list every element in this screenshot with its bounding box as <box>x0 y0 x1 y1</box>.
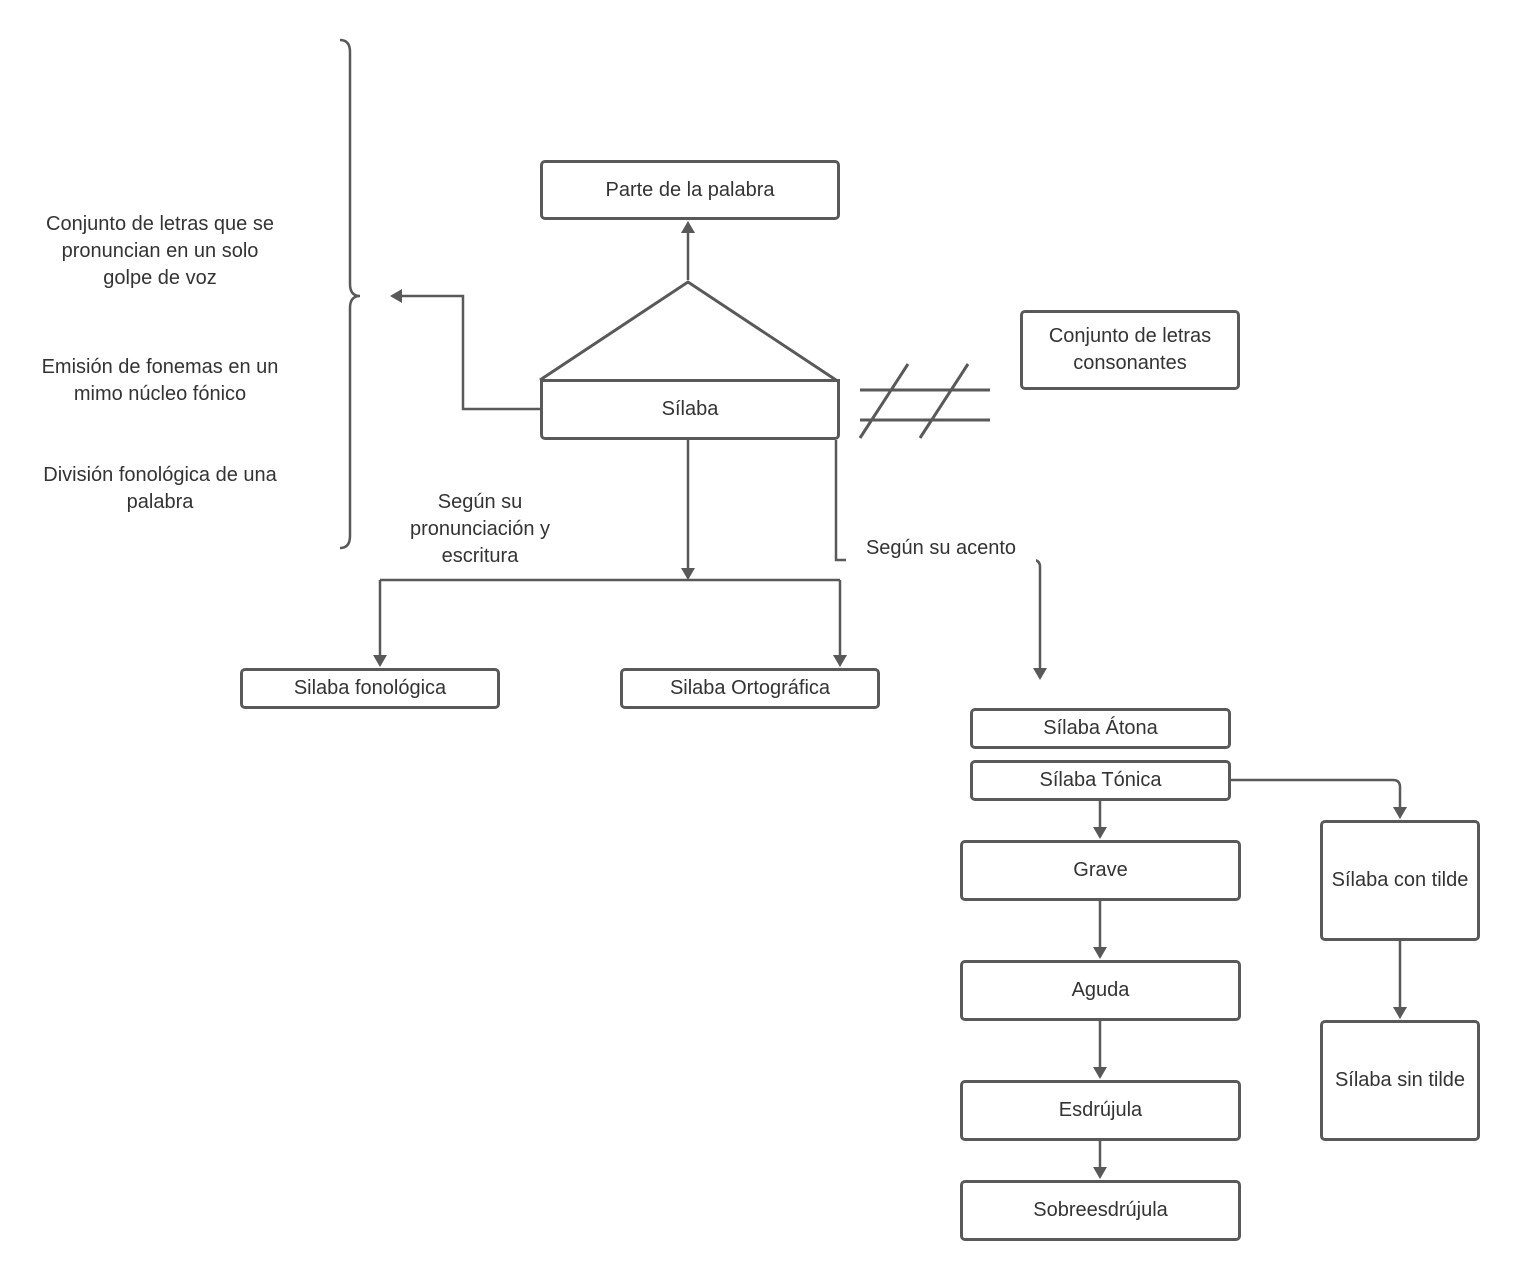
node-silaba-fonologica-label: Silaba fonológica <box>293 677 447 699</box>
node-grave[interactable]: Grave <box>960 840 1241 901</box>
not-equal-symbol <box>858 363 990 439</box>
node-silaba-atona-label: Sílaba Átona <box>1043 717 1158 739</box>
node-silaba-label: Sílaba <box>661 398 719 420</box>
node-parte-palabra-label: Parte de la palabra <box>605 178 775 201</box>
definitions-brace <box>339 38 361 550</box>
definition-nucleo-fonico: Emisión de fonemas en un mimo núcleo fón… <box>41 356 279 405</box>
node-silaba-sin-tilde[interactable]: Sílaba sin tilde <box>1320 1020 1480 1141</box>
arrow-silaba-to-definitions <box>390 289 540 411</box>
node-silaba-fonologica[interactable]: Silaba fonológica <box>240 668 500 709</box>
node-esdrujula[interactable]: Esdrújula <box>960 1080 1241 1141</box>
node-sobreesdrujula-label: Sobreesdrújula <box>1033 1199 1168 1221</box>
node-grave-label: Grave <box>1073 859 1128 881</box>
node-silaba[interactable]: Sílaba <box>540 379 840 440</box>
node-silaba-tonica-label: Sílaba Tónica <box>1039 769 1162 791</box>
node-sobreesdrujula[interactable]: Sobreesdrújula <box>960 1180 1241 1241</box>
node-aguda-label: Aguda <box>1071 979 1130 1001</box>
edge-label-pronunciacion: Según su pronunciación y escritura <box>409 491 551 567</box>
silaba-roof <box>539 280 837 382</box>
node-aguda[interactable]: Aguda <box>960 960 1241 1021</box>
node-silaba-atona[interactable]: Sílaba Átona <box>970 708 1231 749</box>
node-silaba-sin-tilde-label: Sílaba sin tilde <box>1334 1069 1466 1091</box>
node-parte-palabra[interactable]: Parte de la palabra <box>540 160 840 220</box>
node-silaba-ortografica[interactable]: Silaba Ortográfica <box>620 668 880 709</box>
node-conjunto-consonantes-label: Conjunto de letras consonantes <box>1048 325 1212 374</box>
node-conjunto-consonantes[interactable]: Conjunto de letras consonantes <box>1020 310 1240 390</box>
node-silaba-con-tilde-label: Sílaba con tilde <box>1331 869 1469 891</box>
node-silaba-con-tilde[interactable]: Sílaba con tilde <box>1320 820 1480 941</box>
definition-division-fonologica: División fonológica de una palabra <box>43 464 277 513</box>
node-esdrujula-label: Esdrújula <box>1058 1099 1143 1121</box>
edge-label-acento: Según su acento <box>846 535 1036 562</box>
arrow-tonica-to-con-tilde <box>1230 778 1407 819</box>
definition-golpe-de-voz: Conjunto de letras que se pronuncian en … <box>46 213 274 289</box>
node-silaba-tonica[interactable]: Sílaba Tónica <box>970 760 1231 801</box>
node-silaba-ortografica-label: Silaba Ortográfica <box>669 677 831 699</box>
